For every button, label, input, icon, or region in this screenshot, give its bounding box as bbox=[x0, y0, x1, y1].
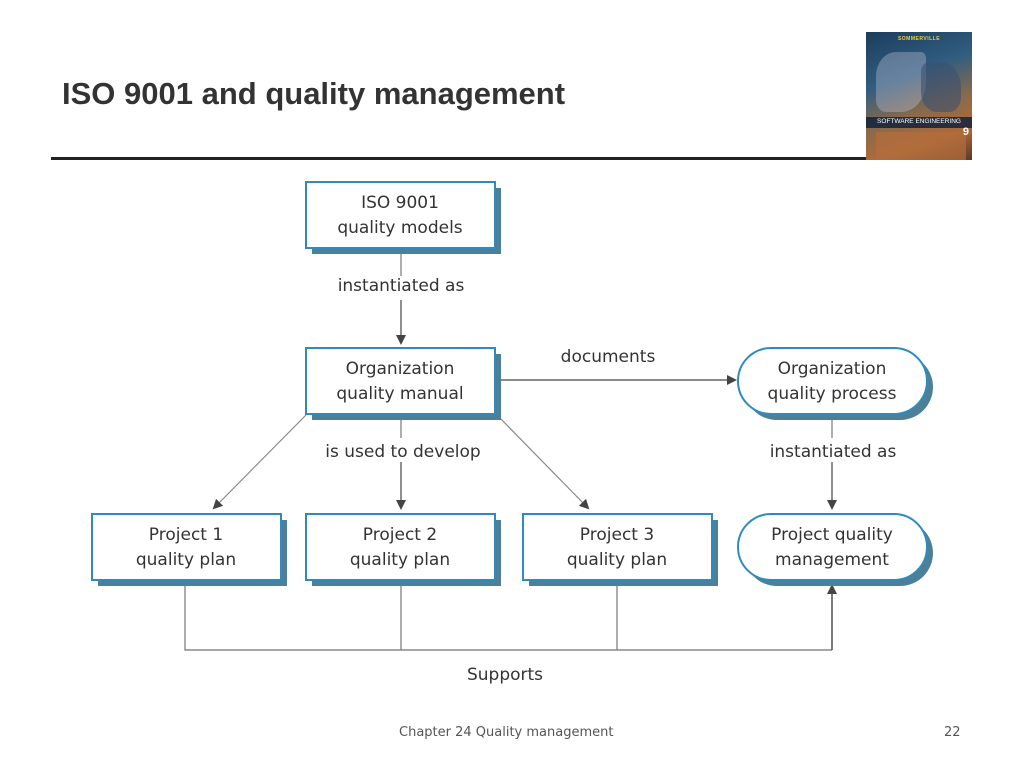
cover-author: SOMMERVILLE bbox=[897, 36, 941, 42]
node-label: quality plan bbox=[567, 550, 667, 570]
node-label: quality plan bbox=[136, 550, 236, 570]
edge-label-documents: documents bbox=[561, 347, 656, 367]
edge-manual-to-plan3 bbox=[496, 414, 590, 510]
page-number: 22 bbox=[944, 725, 961, 740]
node-project-quality-management: Project quality management bbox=[737, 513, 933, 586]
node-label: quality plan bbox=[350, 550, 450, 570]
node-label: Organization bbox=[778, 359, 887, 379]
book-cover-image: SOMMERVILLE SOFTWARE ENGINEERING 9 bbox=[866, 32, 972, 160]
edge-label-supports: Supports bbox=[467, 665, 543, 685]
node-label: ISO 9001 bbox=[361, 193, 439, 213]
node-organization-quality-process: Organization quality process bbox=[737, 347, 933, 420]
node-label: Project quality bbox=[771, 525, 893, 545]
slide-title: ISO 9001 and quality management bbox=[62, 76, 566, 111]
edge-manual-to-plan1 bbox=[212, 414, 307, 510]
supports-connector bbox=[184, 580, 832, 651]
edge-label-instantiated-as: instantiated as bbox=[770, 442, 897, 462]
edge-label-is-used-to-develop: is used to develop bbox=[325, 442, 480, 462]
node-label: quality process bbox=[768, 384, 897, 404]
node-label: quality manual bbox=[336, 384, 463, 404]
title-divider bbox=[51, 157, 869, 160]
node-label: Project 2 bbox=[363, 525, 437, 545]
node-iso-9001-quality-models: ISO 9001 quality models bbox=[305, 181, 501, 254]
edge-label-instantiated-as: instantiated as bbox=[338, 276, 465, 296]
cover-title-band bbox=[866, 117, 972, 128]
cover-edition: 9 bbox=[962, 126, 969, 138]
cover-building-shape bbox=[876, 132, 966, 160]
node-project-1-quality-plan: Project 1 quality plan bbox=[91, 513, 287, 586]
cover-title: SOFTWARE ENGINEERING bbox=[877, 118, 961, 125]
node-label: Project 1 bbox=[149, 525, 223, 545]
node-organization-quality-manual: Organization quality manual bbox=[305, 347, 501, 420]
cover-building-shape bbox=[876, 52, 926, 112]
node-label: Organization bbox=[346, 359, 455, 379]
node-label: management bbox=[775, 550, 889, 570]
cover-building-shape bbox=[921, 62, 961, 112]
node-label: Project 3 bbox=[580, 525, 654, 545]
footer-chapter: Chapter 24 Quality management bbox=[399, 725, 614, 740]
node-label: quality models bbox=[337, 218, 462, 238]
node-project-3-quality-plan: Project 3 quality plan bbox=[522, 513, 718, 586]
node-project-2-quality-plan: Project 2 quality plan bbox=[305, 513, 501, 586]
